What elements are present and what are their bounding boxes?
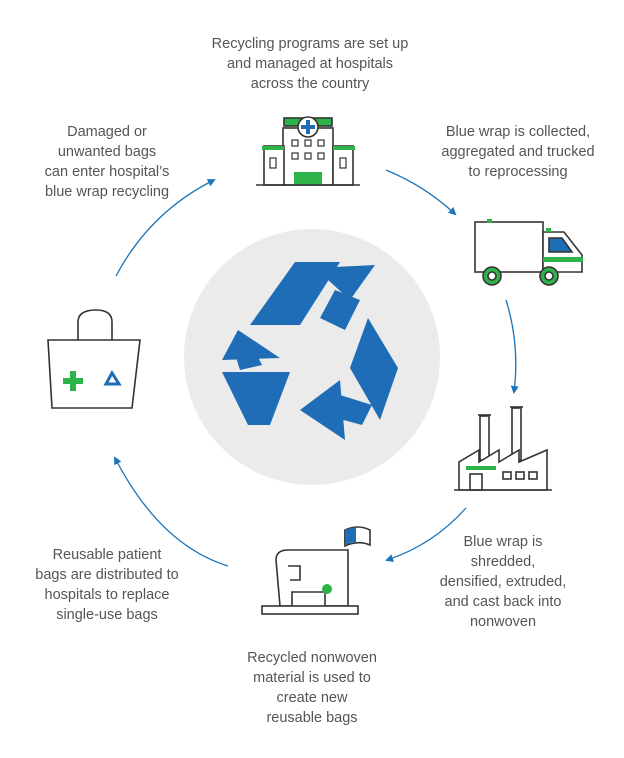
arrow-sewing-to-bag	[114, 456, 229, 567]
shopping-bag-icon	[47, 309, 141, 409]
recycle-icon	[222, 262, 398, 440]
arrow-factory-to-sewing	[385, 507, 467, 562]
step-caption-truck: Blue wrap is collected, aggregated and t…	[441, 124, 595, 180]
arrow-bag-to-hospital	[115, 179, 216, 277]
step-caption-hospital: Recycling programs are set up and manage…	[211, 36, 409, 92]
truck-icon	[474, 219, 583, 286]
step-caption-bag-recycling: Damaged or unwanted bags can enter hospi…	[44, 124, 170, 200]
step-caption-factory: Blue wrap is shredded, densified, extrud…	[439, 534, 567, 630]
step-caption-bag-distribution: Reusable patient bags are distributed to…	[35, 547, 179, 623]
arrow-truck-to-factory	[505, 299, 519, 394]
hospital-icon	[256, 116, 360, 186]
sewing-machine-icon	[261, 526, 371, 615]
factory-icon	[454, 406, 552, 491]
arrow-hospital-to-truck	[385, 169, 457, 216]
step-caption-sewing: Recycled nonwoven material is used to cr…	[247, 650, 377, 726]
cycle-arrows	[114, 169, 519, 567]
